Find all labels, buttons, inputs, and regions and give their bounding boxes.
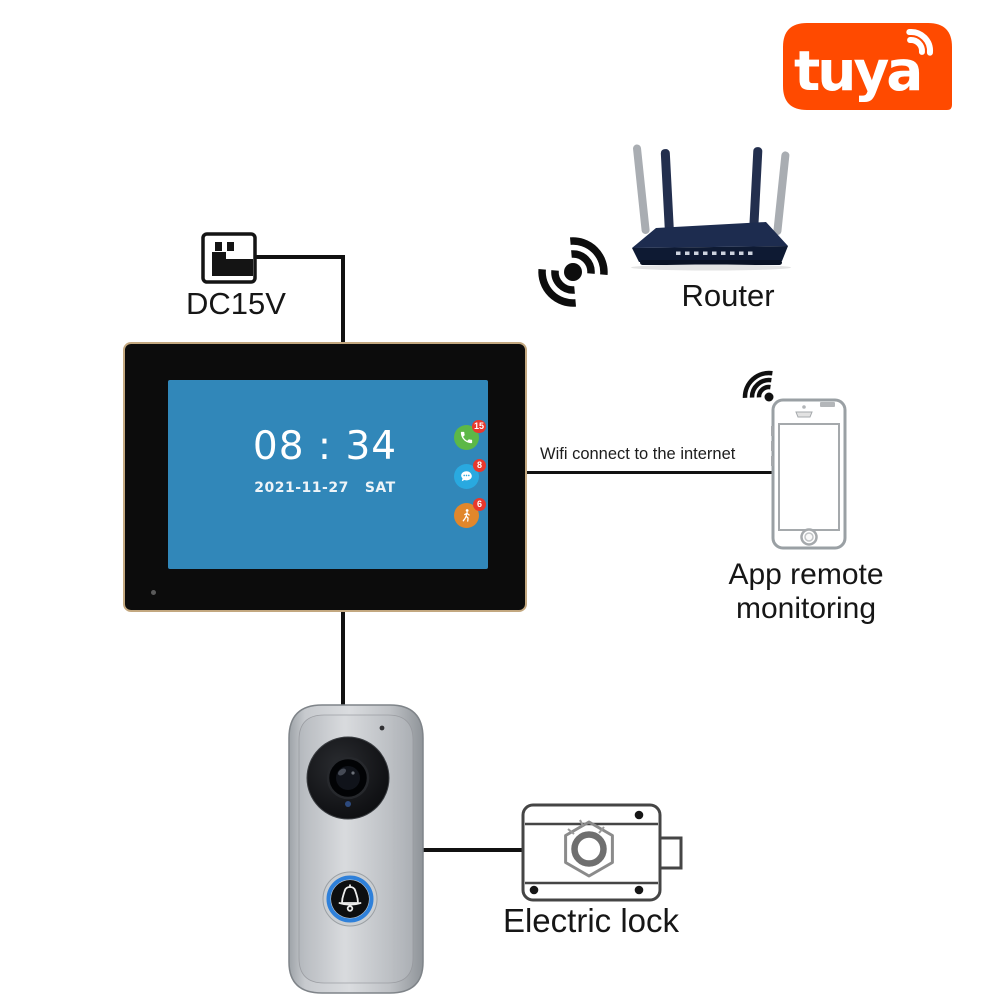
- message-badge: 8: [473, 459, 486, 472]
- call-badge: 15: [471, 420, 486, 433]
- clock-dateline: 2021-11-27 SAT: [168, 480, 482, 496]
- lock-bolt: [658, 836, 683, 870]
- wire-power-horizontal: [254, 255, 345, 259]
- wire-power-vertical: [341, 255, 345, 344]
- router-label: Router: [681, 278, 775, 313]
- indoor-monitor: 08 : 34 2021-11-27 SAT 15 8: [123, 342, 527, 612]
- router-illustration: [631, 144, 791, 271]
- clock-day: SAT: [364, 480, 396, 496]
- doorbell-ir-led: [345, 801, 351, 807]
- monitor-screen: 08 : 34 2021-11-27 SAT 15 8: [168, 380, 488, 569]
- lock-label: Electric lock: [502, 902, 680, 939]
- phone-wifi-icon: [742, 370, 774, 402]
- wifi-signal-icon: [538, 237, 608, 307]
- doorbell-unit: [288, 704, 424, 994]
- electric-lock-illustration: [521, 803, 683, 902]
- app-caption: App remote monitoring: [700, 558, 912, 626]
- router-body-top: [632, 222, 788, 248]
- message-icon: 8: [454, 459, 486, 489]
- tuya-logo-text: tuya: [794, 39, 920, 103]
- phone-body: [771, 398, 847, 550]
- clock-time: 08 : 34: [252, 424, 398, 469]
- power-led: [151, 590, 156, 595]
- wire-monitor-doorbell: [341, 611, 345, 706]
- power-label: DC15V: [186, 286, 286, 321]
- motion-badge: 6: [473, 498, 486, 511]
- tuya-logo: tuya: [783, 23, 952, 110]
- doorbell-mic-hole: [379, 725, 385, 731]
- power-adapter-icon: [201, 232, 257, 284]
- wire-doorbell-lock: [419, 848, 523, 852]
- lock-cylinder: [564, 819, 614, 878]
- screen-icon-column: 15 8 6: [454, 420, 486, 528]
- app-caption-line2: monitoring: [735, 592, 877, 625]
- bell-icon: [338, 884, 362, 912]
- call-icon: 15: [454, 420, 486, 450]
- router-body-front: [632, 246, 788, 262]
- tuya-wifi-waves-icon: [906, 29, 933, 56]
- smartphone-illustration: [742, 370, 847, 550]
- router-leds: [676, 251, 753, 255]
- router-antennas: [633, 144, 790, 236]
- app-caption-line1: App remote: [728, 558, 884, 591]
- wifi-connection-line: [527, 471, 772, 474]
- wifi-connection-label: Wifi connect to the internet: [540, 445, 736, 463]
- clock-date: 2021-11-27: [254, 480, 349, 496]
- motion-icon: 6: [454, 498, 486, 528]
- doorbell-camera: [306, 736, 390, 820]
- tuya-logo-background: [783, 23, 952, 110]
- doorbell-button: [322, 871, 378, 927]
